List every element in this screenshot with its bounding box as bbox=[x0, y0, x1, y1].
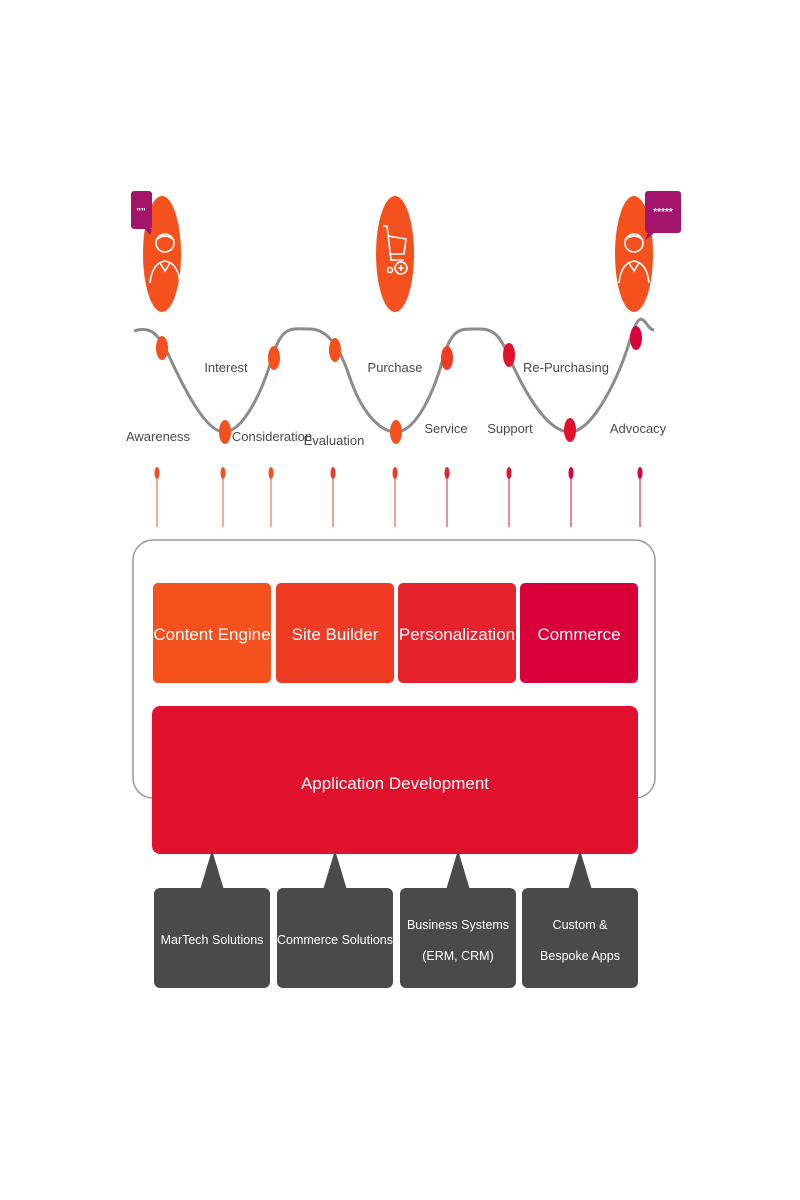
integration-label-line-2: Bespoke Apps bbox=[540, 949, 620, 963]
stage-pin bbox=[568, 467, 574, 527]
integration-custom-apps[interactable]: Custom & Bespoke Apps bbox=[522, 850, 638, 988]
stage-label-service: Service bbox=[424, 421, 467, 436]
shopping-cart-icon bbox=[383, 225, 408, 275]
journey-dot bbox=[441, 346, 453, 370]
stage-label-interest: Interest bbox=[204, 360, 248, 375]
stage-label-awareness: Awareness bbox=[126, 429, 191, 444]
stage-label-advocacy: Advocacy bbox=[610, 421, 667, 436]
stage-label-consideration: Consideration bbox=[232, 429, 312, 444]
stage-pin bbox=[220, 467, 226, 527]
stage-label-purchase: Purchase bbox=[368, 360, 423, 375]
application-development-bar[interactable]: Application Development bbox=[152, 706, 638, 854]
stage-label-support: Support bbox=[487, 421, 533, 436]
journey-dot bbox=[503, 343, 515, 367]
stage-labels: Awareness Interest Consideration Evaluat… bbox=[126, 360, 667, 448]
stage-pin bbox=[154, 467, 160, 527]
module-content-engine[interactable]: Content Engine bbox=[153, 583, 271, 683]
journey-dots bbox=[156, 326, 642, 444]
journey-dot bbox=[329, 338, 341, 362]
persona-right: ***** bbox=[615, 191, 681, 312]
journey-dot bbox=[390, 420, 402, 444]
module-label: Content Engine bbox=[153, 625, 270, 644]
bubble-quote-text: "" bbox=[136, 207, 146, 218]
module-commerce[interactable]: Commerce bbox=[520, 583, 638, 683]
module-label: Personalization bbox=[399, 625, 515, 644]
module-site-builder[interactable]: Site Builder bbox=[276, 583, 394, 683]
integration-label: Commerce Solutions bbox=[277, 933, 393, 947]
stage-label-evaluation: Evaluation bbox=[304, 433, 365, 448]
stage-label-re-purchasing: Re-Purchasing bbox=[523, 360, 609, 375]
integration-label-line-1: Custom & bbox=[553, 918, 609, 932]
stage-pin bbox=[392, 467, 398, 527]
speech-bubble-right: ***** bbox=[645, 191, 681, 240]
integration-label: MarTech Solutions bbox=[161, 933, 264, 947]
stage-pin bbox=[637, 467, 643, 527]
stage-pin bbox=[268, 467, 274, 527]
journey-curve bbox=[133, 317, 655, 434]
journey-dot bbox=[564, 418, 576, 442]
bubble-rating-text: ***** bbox=[653, 207, 673, 218]
journey-dot bbox=[219, 420, 231, 444]
integration-business-systems[interactable]: Business Systems (ERM, CRM) bbox=[400, 850, 516, 988]
module-label: Commerce bbox=[537, 625, 620, 644]
integration-commerce[interactable]: Commerce Solutions bbox=[277, 850, 393, 988]
stage-pins bbox=[154, 467, 643, 527]
stage-pin bbox=[330, 467, 336, 527]
person-icon bbox=[149, 233, 181, 284]
stage-pin bbox=[506, 467, 512, 527]
journey-dot bbox=[156, 336, 168, 360]
module-label: Site Builder bbox=[292, 625, 379, 644]
persona-left: "" bbox=[131, 191, 181, 312]
speech-bubble-left: "" bbox=[131, 191, 152, 235]
stage-pin bbox=[444, 467, 450, 527]
persona-center bbox=[376, 196, 414, 312]
journey-dot bbox=[630, 326, 642, 350]
foundation-label: Application Development bbox=[301, 774, 489, 793]
integration-label-line-1: Business Systems bbox=[407, 918, 509, 932]
integration-label-line-2: (ERM, CRM) bbox=[422, 949, 494, 963]
journey-dot bbox=[268, 346, 280, 370]
integration-martech[interactable]: MarTech Solutions bbox=[154, 850, 270, 988]
person-icon bbox=[618, 233, 650, 284]
module-personalization[interactable]: Personalization bbox=[398, 583, 516, 683]
